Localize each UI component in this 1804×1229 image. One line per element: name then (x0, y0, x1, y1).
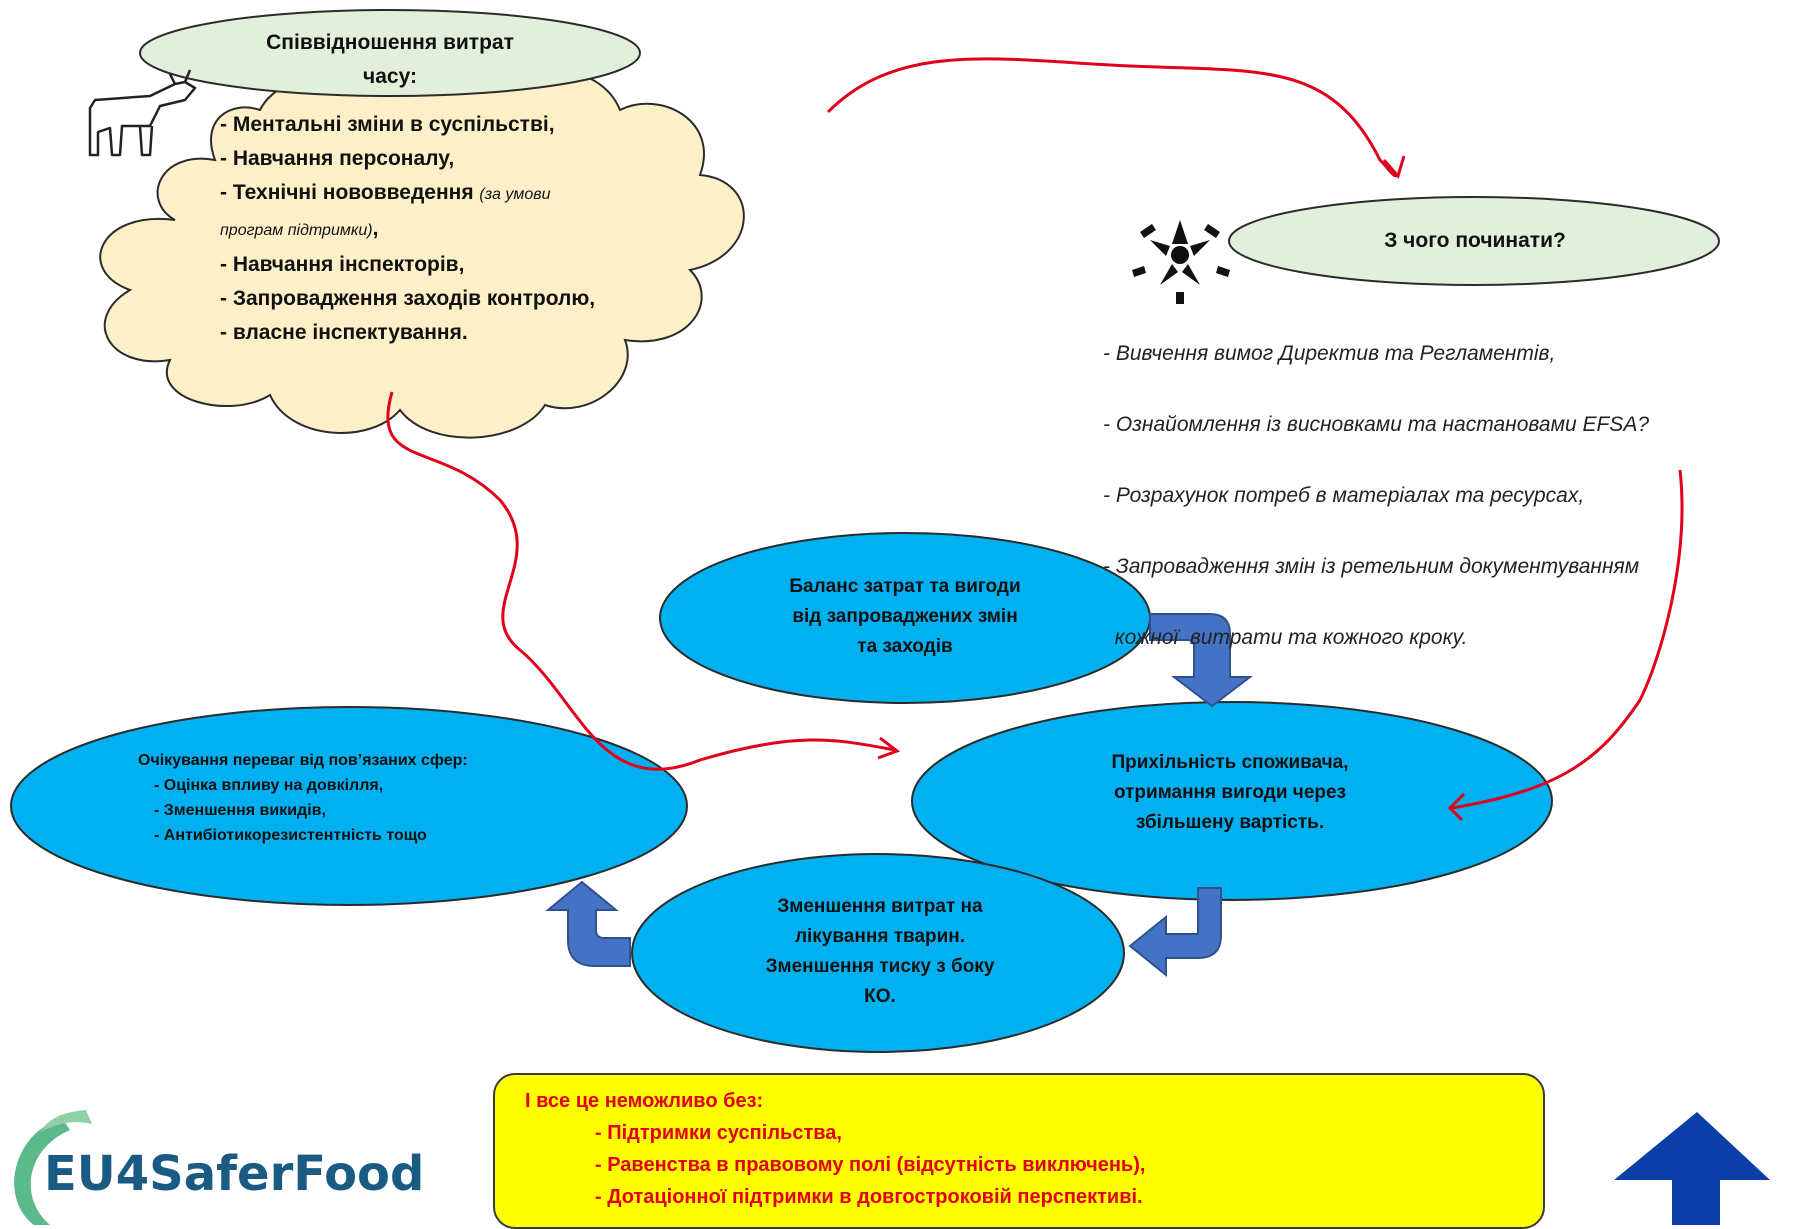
start-oval (1228, 196, 1720, 286)
consumer-oval (911, 701, 1553, 901)
reduction-line-3: Зменшення тиску з боку (765, 956, 995, 977)
start-oval-label: З чого починати? (1384, 229, 1566, 252)
start-list-item-1: - Вивчення вимог Директив та Регламентів… (1103, 342, 1556, 365)
consumer-line-3: збільшену вартість. (1135, 812, 1325, 833)
reduction-line-4: КО. (864, 986, 896, 1007)
hands-icon (1132, 220, 1230, 304)
cloud-item-3: - Технічні нововведення (за умови (220, 176, 690, 212)
bottom-note-text: І все це неможливо без: - Підтримки сусп… (525, 1085, 1145, 1213)
red-arrow-cloud-to-start (826, 57, 1406, 180)
cow-icon (88, 69, 197, 157)
blue-arrow-consumer-to-reduction (1128, 887, 1222, 978)
start-list-item-2: - Ознайомлення із висновками та настанов… (1103, 413, 1649, 436)
reduction-oval-text: Зменшення витрат на лікування тварин. Зм… (680, 892, 1080, 1012)
cloud-item-6: - Запровадження заходів контролю, (220, 287, 596, 310)
bottom-line-1: І все це неможливо без: (525, 1090, 764, 1112)
reduction-oval (631, 853, 1125, 1053)
blue-arrow-balance-to-consumer (1149, 613, 1253, 708)
expectation-oval-text: Очікування переваг від пов’язаних сфер: … (138, 748, 658, 848)
balance-line-3: та заходів (857, 636, 953, 657)
expectation-oval (10, 706, 688, 906)
balance-line-2: від запроваджених змін (792, 606, 1018, 627)
expectation-line-2: - Оцінка впливу на довкілля, (154, 777, 384, 794)
reduction-line-1: Зменшення витрат на (777, 896, 983, 917)
cloud-text: - Ментальні зміни в суспільстві, - Навча… (220, 108, 690, 350)
cloud-item-3-note: (за умови (479, 186, 551, 203)
navigation-arrow-icon[interactable] (1614, 1112, 1770, 1225)
cloud-item-4-suffix: , (372, 217, 379, 240)
header-line-1: Співвідношення витрат (266, 31, 514, 54)
cloud-item-5: - Навчання інспекторів, (220, 253, 465, 276)
consumer-line-1: Прихільність споживача, (1111, 752, 1349, 773)
bottom-line-3: - Равенства в правовому полі (відсутніст… (595, 1154, 1146, 1176)
cloud-item-4-note: програм підтримки) (220, 222, 373, 239)
cloud-item-1: - Ментальні зміни в суспільстві, (220, 113, 555, 136)
bottom-line-2: - Підтримки суспільства, (595, 1122, 842, 1144)
cloud-item-7: - власне інспектування. (220, 321, 468, 344)
red-arrow-cloud-to-consumer (386, 391, 901, 771)
expectation-line-1: Очікування переваг від пов’язаних сфер: (138, 752, 468, 769)
start-list-item-3: - Розрахунок потреб в матеріалах та ресу… (1103, 484, 1585, 507)
expectation-line-3: - Зменшення викидів, (154, 802, 326, 819)
header-oval (139, 9, 641, 97)
blue-arrow-reduction-to-expectation (545, 880, 631, 967)
start-list: - Вивчення вимог Директив та Регламентів… (1103, 300, 1803, 673)
logo-swirl (14, 1110, 92, 1225)
consumer-line-2: отримання вигоди через (1113, 782, 1347, 803)
logo-text: EU4SaferFood (44, 1146, 425, 1202)
balance-oval-text: Баланс затрат та вигоди від запроваджени… (700, 572, 1110, 662)
consumer-oval-text: Прихільність споживача, отримання вигоди… (1000, 748, 1460, 838)
bottom-note-box: І все це неможливо без: - Підтримки сусп… (493, 1073, 1545, 1229)
red-arrow-start-to-consumer (1447, 469, 1684, 822)
header-oval-text: Співвідношення витрат часу: (200, 26, 580, 94)
start-list-item-4: - Запровадження змін із ретельним докуме… (1103, 555, 1640, 578)
start-list-item-5: кожної витрати та кожного кроку. (1103, 626, 1468, 649)
expectation-line-4: - Антибіотикорезистентність тощо (154, 827, 427, 844)
bottom-line-4: - Дотаціонної підтримки в довгостроковій… (595, 1186, 1143, 1208)
balance-line-1: Баланс затрат та вигоди (789, 576, 1021, 597)
cloud-item-2: - Навчання персоналу, (220, 147, 455, 170)
header-line-2: часу: (363, 65, 417, 88)
cloud-item-3-text: - Технічні нововведення (220, 181, 480, 204)
cloud-item-4: програм підтримки), (220, 212, 690, 248)
reduction-line-2: лікування тварин. (794, 926, 966, 947)
